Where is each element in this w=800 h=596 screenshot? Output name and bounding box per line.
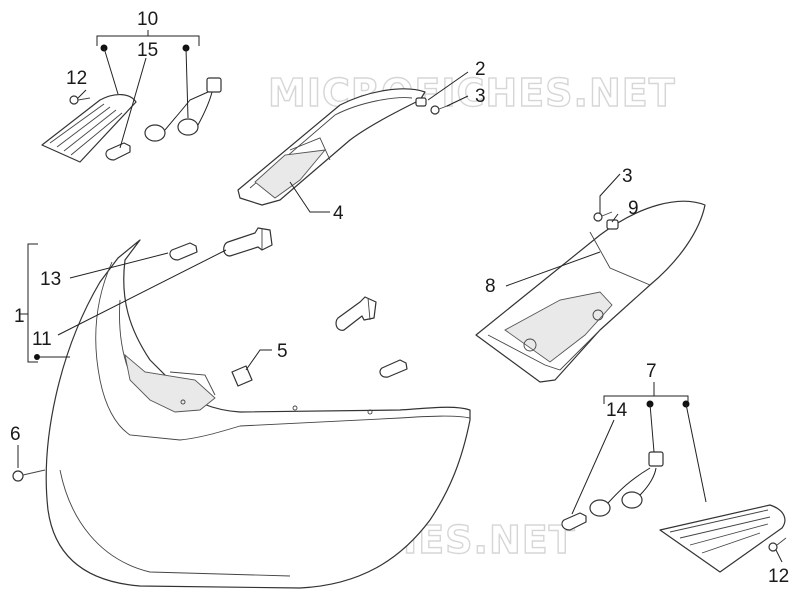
callout-3-right: 3 [622,166,633,187]
part-side-lens [475,200,706,383]
callout-8: 8 [485,276,496,297]
callout-14: 14 [606,400,628,421]
part-position-light-strip [237,88,426,206]
callout-12-top: 12 [66,68,87,89]
part-front-shield [45,239,471,589]
callout-10: 10 [137,9,158,30]
watermark-top: MICROFICHES.NET [268,71,676,115]
callout-5: 5 [277,341,288,362]
part-bulbs [105,77,664,531]
callout-labels: 1 2 3 3 4 5 6 7 8 9 10 11 12 12 13 14 15 [10,9,789,587]
callout-9: 9 [628,198,639,219]
callout-6: 6 [10,424,21,445]
part-hardware [12,95,787,552]
part-lower-indicator-lens [659,504,786,573]
callout-15: 15 [137,40,158,61]
callout-7: 7 [646,361,657,382]
callout-13: 13 [40,269,61,290]
leader-lines [17,30,783,563]
callout-1: 1 [14,306,25,327]
part-upper-indicator-lens [41,94,137,163]
callout-4: 4 [333,203,344,224]
callout-11: 11 [32,329,52,350]
callout-12-bottom: 12 [768,566,789,587]
callout-3-top: 3 [475,86,486,107]
callout-2: 2 [475,59,486,80]
